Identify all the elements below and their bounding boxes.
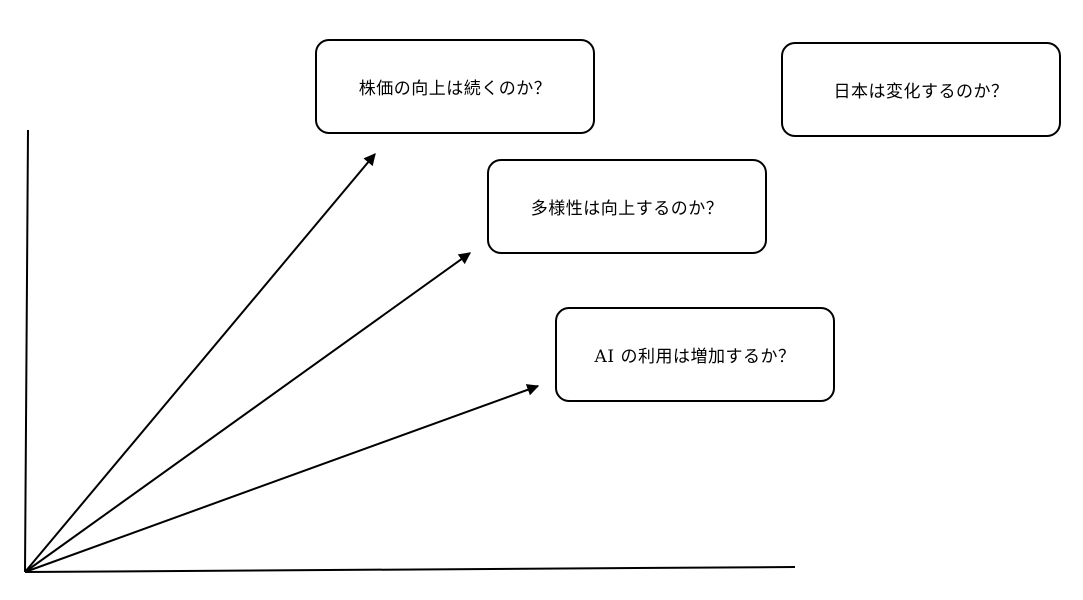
japan-change-box: 日本は変化するのか？ bbox=[781, 42, 1061, 137]
stock-price-box: 株価の向上は続くのか？ bbox=[315, 39, 595, 134]
stock-price-label: 株価の向上は続くのか？ bbox=[358, 79, 552, 99]
y-axis bbox=[24, 129, 29, 573]
arrow-to-stock-price bbox=[24, 153, 376, 573]
diversity-box: 多様性は向上するのか？ bbox=[487, 159, 767, 254]
japan-change-label: 日本は変化するのか？ bbox=[833, 82, 1009, 102]
diversity-label: 多様性は向上するのか？ bbox=[530, 199, 724, 219]
ai-usage-label: AI の利用は増加するか？ bbox=[594, 347, 796, 367]
x-axis bbox=[24, 566, 796, 573]
ai-usage-box: AI の利用は増加するか？ bbox=[555, 307, 835, 402]
arrow-to-diversity bbox=[24, 252, 471, 573]
arrow-to-ai-usage bbox=[24, 384, 540, 573]
